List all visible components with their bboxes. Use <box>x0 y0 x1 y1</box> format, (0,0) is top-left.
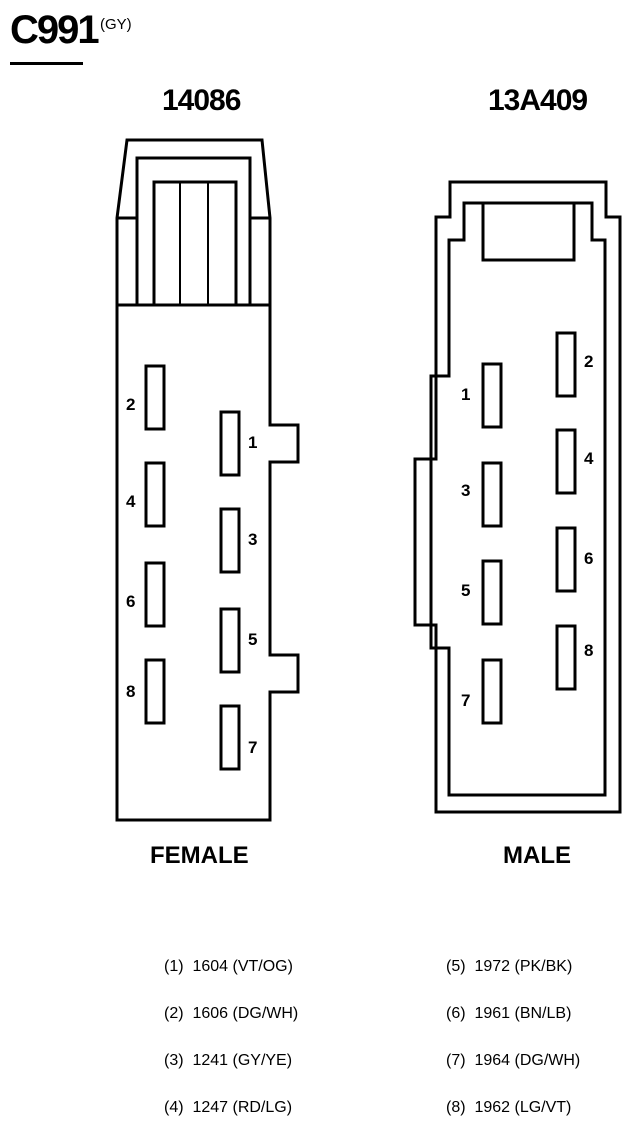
pin-label: 6 <box>126 592 135 611</box>
male-label: MALE <box>503 842 571 869</box>
male-pin-labels: 1 3 5 7 2 4 6 8 <box>461 352 594 710</box>
male-pin-cavities <box>481 331 577 725</box>
circuit-pin: (7) <box>446 1052 466 1069</box>
pin-label: 6 <box>584 549 593 568</box>
pin-label: 3 <box>248 530 257 549</box>
circuit-wire: 1606 (DG/WH) <box>192 1005 299 1022</box>
pin-label: 2 <box>126 395 135 414</box>
circuit-row: (7) 1964 (DG/WH) <box>446 1052 580 1070</box>
pin-label: 1 <box>248 433 257 452</box>
circuit-wire: 1604 (VT/OG) <box>192 958 293 975</box>
pin-label: 7 <box>248 738 257 757</box>
circuit-wire: 1972 (PK/BK) <box>474 958 573 975</box>
circuit-row: (8) 1962 (LG/VT) <box>446 1099 571 1117</box>
circuit-pin: (8) <box>446 1099 466 1116</box>
female-pin-labels: 2 4 6 8 1 3 5 7 <box>126 395 257 757</box>
female-connector-body <box>115 138 300 822</box>
circuit-row: (4) 1247 (RD/LG) <box>164 1099 292 1117</box>
circuit-pin: (4) <box>164 1099 184 1116</box>
female-label: FEMALE <box>150 842 249 869</box>
pin-label: 5 <box>461 581 470 600</box>
pin-label: 8 <box>584 641 593 660</box>
circuit-wire: 1247 (RD/LG) <box>192 1099 293 1116</box>
circuit-pin: (2) <box>164 1005 184 1022</box>
pin-label: 4 <box>126 492 136 511</box>
pin-label: 7 <box>461 691 470 710</box>
circuit-pin: (1) <box>164 958 184 975</box>
connector-id: C991 <box>10 8 100 52</box>
circuit-wire: 1964 (DG/WH) <box>474 1052 581 1069</box>
circuit-row: (1) 1604 (VT/OG) <box>164 958 293 976</box>
pin-label: 2 <box>584 352 593 371</box>
male-part-number: 13A409 <box>488 84 588 117</box>
female-part-number: 14086 <box>162 84 241 117</box>
pin-label: 3 <box>461 481 470 500</box>
circuit-pin: (3) <box>164 1052 184 1069</box>
circuit-row: (3) 1241 (GY/YE) <box>164 1052 292 1070</box>
pin-label: 8 <box>126 682 135 701</box>
pin-label: 1 <box>461 385 470 404</box>
pin-label: 4 <box>584 449 594 468</box>
circuit-pin: (6) <box>446 1005 466 1022</box>
pin-label: 5 <box>248 630 257 649</box>
circuit-row: (5) 1972 (PK/BK) <box>446 958 572 976</box>
circuit-pin: (5) <box>446 958 466 975</box>
male-connector-body <box>413 180 622 814</box>
circuit-wire: 1241 (GY/YE) <box>192 1052 293 1069</box>
circuit-wire: 1961 (BN/LB) <box>474 1005 572 1022</box>
connector-id-underline <box>10 62 83 65</box>
connector-color-code: (GY) <box>100 16 132 33</box>
circuit-row: (6) 1961 (BN/LB) <box>446 1005 571 1023</box>
female-pin-cavities <box>144 364 241 771</box>
circuit-wire: 1962 (LG/VT) <box>474 1099 572 1116</box>
circuit-row: (2) 1606 (DG/WH) <box>164 1005 298 1023</box>
